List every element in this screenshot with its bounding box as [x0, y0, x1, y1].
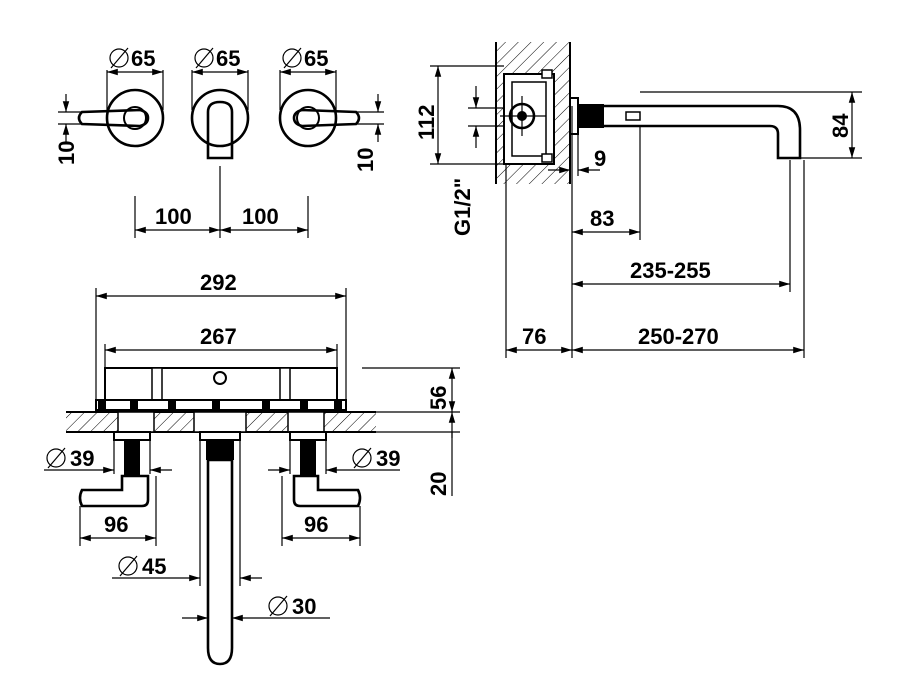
dim-label: 9 [594, 146, 606, 171]
dim-label: 20 [426, 472, 451, 496]
side-view: 112 G1/2" 84 9 83 [414, 42, 862, 358]
dim-label: 267 [200, 324, 237, 349]
dim-spout-drop: 84 [640, 91, 862, 159]
spout-side [569, 97, 802, 160]
spout-section [199, 431, 241, 666]
concealed-body [500, 69, 555, 165]
dim-label: 84 [828, 113, 853, 138]
dim-label: 100 [242, 204, 279, 229]
right-handle-section [289, 431, 362, 508]
dim-handle-offset-left: 96 [79, 476, 157, 546]
dim-label: 100 [155, 204, 192, 229]
dim-label: 30 [292, 594, 316, 619]
dim-label: 292 [200, 270, 237, 295]
flange-bolts [98, 400, 342, 410]
dim-label: 235-255 [630, 258, 711, 283]
dim-rosette-depth: 20 [376, 412, 460, 496]
dim-label: G1/2" [450, 178, 475, 236]
dim-handle-diameter-left: 39 [44, 440, 172, 474]
front-view: 65 65 65 10 10 [54, 46, 384, 238]
dim-label: 45 [142, 554, 166, 579]
dim-spout-rosette-diameter: 45 [112, 440, 262, 586]
dim-diameter-65-center: 65 [191, 46, 249, 110]
dim-box-depth: 56 [362, 367, 460, 413]
dim-label: 96 [304, 512, 328, 537]
dim-nut-width: 9 [548, 134, 606, 176]
dim-label: 76 [522, 324, 546, 349]
dim-diameter-65-left: 65 [106, 46, 164, 110]
dim-label: 65 [131, 46, 155, 71]
dim-label: 250-270 [638, 324, 719, 349]
dim-label: 65 [216, 46, 240, 71]
dim-box-width: 267 [104, 324, 338, 368]
dim-label: 65 [304, 46, 328, 71]
dim-spout-diameter: 30 [182, 594, 330, 622]
spout-front [190, 88, 250, 160]
dim-handle-offset-right: 96 [281, 476, 361, 546]
dim-spacing: 100 100 [134, 166, 309, 238]
dim-label: 39 [376, 446, 400, 471]
dim-83: 83 [572, 126, 641, 240]
dim-label: 83 [590, 206, 614, 231]
right-handle-front [278, 88, 361, 148]
dim-body-height: 112 [414, 65, 504, 165]
left-handle-front [77, 88, 165, 148]
dim-wall-and-reach: 76 250-270 [505, 106, 805, 358]
dim-reach-inner: 235-255 [572, 160, 791, 292]
dim-thread: G1/2" [450, 86, 504, 236]
dim-overall-width: 292 [95, 270, 347, 400]
left-handle-section [78, 431, 151, 508]
dim-lever-thickness-right: 10 [353, 94, 384, 172]
dim-lever-thickness-left: 10 [54, 94, 82, 165]
dim-label: 39 [70, 446, 94, 471]
section-view: 292 267 56 20 39 [44, 270, 460, 666]
dim-label: 112 [414, 105, 439, 141]
dim-label: 96 [104, 512, 128, 537]
dim-diameter-65-right: 65 [279, 46, 337, 110]
dim-label: 10 [353, 148, 378, 172]
dim-label: 56 [426, 386, 451, 410]
dim-handle-diameter-right: 39 [268, 440, 400, 474]
dim-label: 10 [54, 141, 79, 165]
